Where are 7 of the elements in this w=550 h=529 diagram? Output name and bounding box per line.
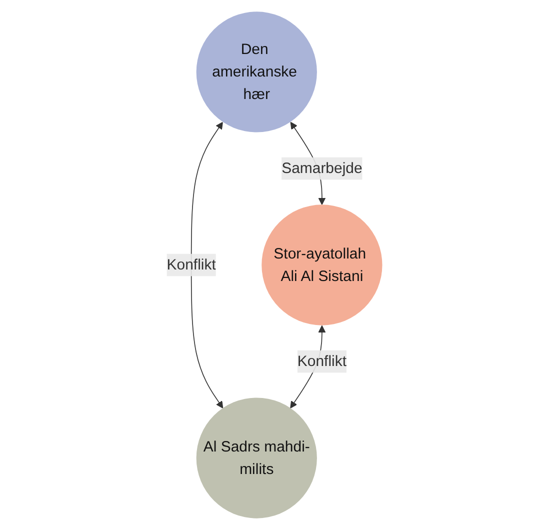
edge-label: Samarbejde [282,159,363,176]
node-circle: Den amerikanske hær [196,11,318,132]
node-circle: Al Sadrs mahdi-milits [196,397,318,518]
edge-label: Konflikt [167,256,216,272]
node-circle: Stor-ayatollah Ali Al Sistani [262,204,383,325]
arrow [191,121,224,408]
edge-label: Konflikt [298,352,347,369]
